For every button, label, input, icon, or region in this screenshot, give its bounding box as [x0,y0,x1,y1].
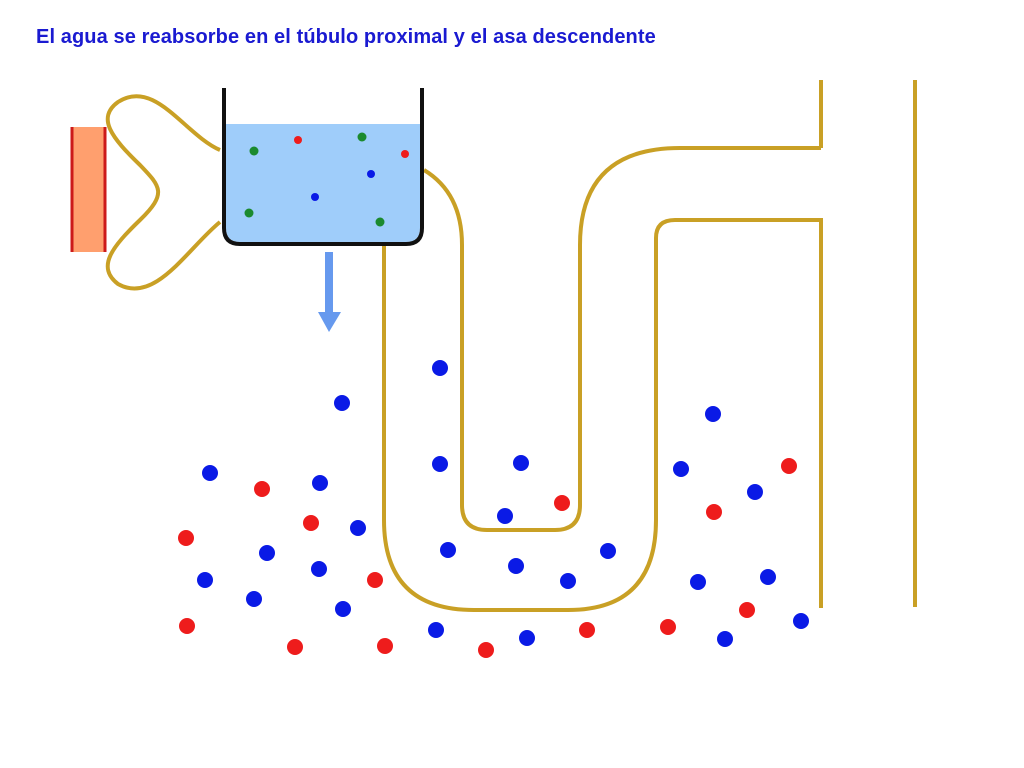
water-molecule [513,455,529,471]
water-molecule [705,406,721,422]
particle-red [294,136,302,144]
water-molecule [560,573,576,589]
water-molecule [311,561,327,577]
salt-ion [367,572,383,588]
water-molecule [440,542,456,558]
water-molecule [428,622,444,638]
water-molecule [747,484,763,500]
slide-title: El agua se reabsorbe en el túbulo proxim… [36,26,656,48]
tubule-inner-wall [382,218,823,612]
water-molecule [717,631,733,647]
tubule-outer-wall [422,80,823,532]
arrow-down-icon [318,252,341,332]
water-molecule [335,601,351,617]
water-molecule [760,569,776,585]
particle-green [375,217,385,227]
water-molecule [690,574,706,590]
particle-blue [311,193,319,201]
salt-ion [781,458,797,474]
salt-ion [303,515,319,531]
particle-green [249,146,259,156]
filtrate-beaker [222,88,424,246]
water-molecule [246,591,262,607]
salt-ion [660,619,676,635]
water-molecule [197,572,213,588]
interstitial-molecules [178,360,809,658]
salt-ion [287,639,303,655]
beaker-outline [222,88,424,246]
water-molecule [519,630,535,646]
arteriole [70,127,107,252]
water-molecule [793,613,809,629]
water-molecule [334,395,350,411]
filtrate [226,124,420,242]
arteriole-fill [72,127,105,252]
water-molecule [312,475,328,491]
water-molecule [432,456,448,472]
water-molecule [350,520,366,536]
water-molecule [432,360,448,376]
particle-blue [367,170,375,178]
particle-red [401,150,409,158]
water-molecule [202,465,218,481]
water-molecule [259,545,275,561]
salt-ion [254,481,270,497]
salt-ion [706,504,722,520]
particle-green [244,208,254,218]
bowman-capsule [105,94,222,291]
water-molecule [497,508,513,524]
water-molecule [600,543,616,559]
salt-ion [377,638,393,654]
salt-ion [179,618,195,634]
particle-green [357,132,367,142]
salt-ion [478,642,494,658]
salt-ion [178,530,194,546]
salt-ion [554,495,570,511]
water-molecule [508,558,524,574]
salt-ion [579,622,595,638]
salt-ion [739,602,755,618]
water-molecule [673,461,689,477]
filtrate-particles [244,132,409,227]
